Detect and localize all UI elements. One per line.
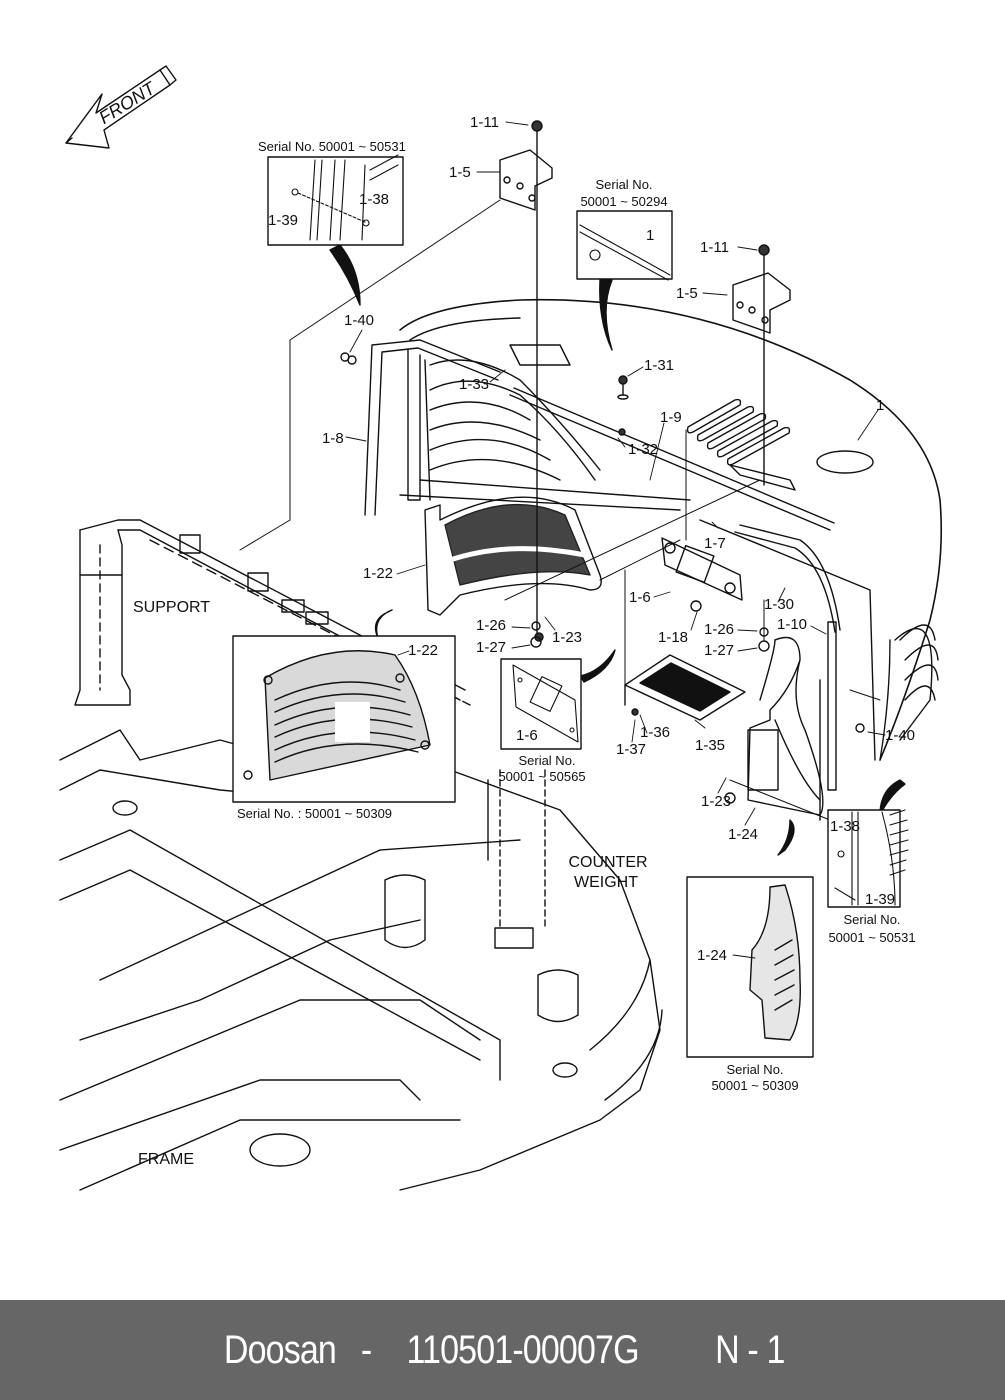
inset-side-bolt-drawing bbox=[834, 809, 909, 906]
inset-hood-edge-caption-line1: Serial No. bbox=[595, 177, 653, 192]
counter-weight-label-line2: WEIGHT bbox=[574, 874, 638, 891]
inset-latch-caption-line2: 50001 ~ 50565 bbox=[498, 769, 586, 784]
inset-side-bolt-caption-line1: Serial No. bbox=[843, 912, 901, 927]
support-label: SUPPORT bbox=[133, 599, 211, 616]
footer-part-number: 110501-00007G bbox=[406, 1327, 640, 1372]
side-grill bbox=[899, 624, 939, 701]
inset-side-cover-caption-line2: 50001 ~ 50309 bbox=[711, 1078, 799, 1093]
callout-1-22: 1-22 bbox=[363, 565, 394, 582]
callout-1-18: 1-18 bbox=[658, 629, 689, 646]
callout-1-40-top: 1-40 bbox=[344, 312, 375, 329]
callout-1-8: 1-8 bbox=[322, 430, 344, 447]
callout-1-22-inset: 1-22 bbox=[408, 642, 439, 659]
callout-1-24-inset: 1-24 bbox=[697, 947, 728, 964]
callout-1-32: 1-32 bbox=[628, 441, 659, 458]
inset-side-cover-caption-line1: Serial No. bbox=[726, 1062, 784, 1077]
hinge-left bbox=[499, 120, 553, 641]
callout-1-39-inset: 1-39 bbox=[268, 212, 299, 229]
callout-1-5-left: 1-5 bbox=[449, 164, 471, 181]
inset-latch-drawing bbox=[512, 664, 579, 743]
front-arrow-icon bbox=[65, 65, 177, 149]
frame-label: FRAME bbox=[138, 1151, 194, 1168]
inset-frames bbox=[232, 156, 901, 1058]
footer-brand: Doosan bbox=[223, 1327, 337, 1372]
inset-side-cover-drawing bbox=[749, 884, 801, 1041]
support-structure bbox=[74, 519, 471, 706]
mesh-plate bbox=[624, 654, 746, 721]
callout-1-11-right: 1-11 bbox=[700, 239, 729, 256]
hood-frame bbox=[364, 339, 601, 516]
inset-hinge-bolt-caption: Serial No. 50001 ~ 50531 bbox=[258, 139, 406, 154]
leader-lines bbox=[345, 121, 886, 959]
callout-1-inset: 1 bbox=[646, 227, 655, 244]
callout-1-31: 1-31 bbox=[644, 357, 675, 374]
callout-1-33: 1-33 bbox=[459, 376, 490, 393]
callout-1-11-left: 1-11 bbox=[470, 114, 499, 131]
grill-cover-main bbox=[424, 496, 602, 616]
footer-bar: Doosan - 110501-00007G N - 1 bbox=[0, 1300, 1005, 1400]
callout-1-6: 1-6 bbox=[629, 589, 651, 606]
callout-1: 1 bbox=[876, 397, 885, 414]
callout-1-6-inset: 1-6 bbox=[516, 727, 538, 744]
footer-separator: - bbox=[360, 1327, 372, 1372]
hinge-right bbox=[732, 244, 791, 486]
footer-page: N - 1 bbox=[715, 1327, 785, 1372]
seal-strip bbox=[819, 621, 837, 821]
inset-hood-edge-caption-line2: 50001 ~ 50294 bbox=[580, 194, 668, 209]
callout-1-23-right: 1-23 bbox=[701, 793, 732, 810]
callout-1-38-inset: 1-38 bbox=[359, 191, 390, 208]
callout-1-39-side-inset: 1-39 bbox=[865, 891, 896, 908]
inset-latch-caption-line1: Serial No. bbox=[518, 753, 576, 768]
inset-side-bolt-caption-line2: 50001 ~ 50531 bbox=[828, 930, 916, 945]
callout-1-36: 1-36 bbox=[640, 724, 671, 741]
callout-1-38-side-inset: 1-38 bbox=[830, 818, 861, 835]
callout-1-35: 1-35 bbox=[695, 737, 726, 754]
parts-diagram bbox=[59, 65, 943, 1191]
callout-1-10: 1-10 bbox=[777, 616, 808, 633]
callout-1-23-left: 1-23 bbox=[552, 629, 583, 646]
side-cover bbox=[747, 636, 824, 816]
callout-1-9: 1-9 bbox=[660, 409, 682, 426]
frame-structure bbox=[59, 729, 663, 1191]
fasteners bbox=[340, 352, 865, 804]
inset-grill-cover-drawing bbox=[243, 650, 431, 781]
latch-assembly bbox=[661, 537, 743, 601]
counter-weight-label-line1: COUNTER bbox=[568, 854, 648, 871]
callout-1-27-left: 1-27 bbox=[476, 639, 507, 656]
hood-vent-slots bbox=[686, 398, 791, 466]
inset-hood-edge-drawing bbox=[579, 224, 671, 281]
callout-1-24: 1-24 bbox=[728, 826, 759, 843]
callout-1-30: 1-30 bbox=[764, 596, 795, 613]
inset-grill-cover-caption: Serial No. : 50001 ~ 50309 bbox=[237, 806, 393, 821]
gas-strut bbox=[399, 344, 876, 761]
callout-1-7: 1-7 bbox=[704, 535, 726, 552]
callout-1-26-left: 1-26 bbox=[476, 617, 507, 634]
inset-pointers bbox=[329, 244, 906, 856]
callout-1-40-right: 1-40 bbox=[885, 727, 916, 744]
callout-1-27-right: 1-27 bbox=[704, 642, 735, 659]
assembly-lines bbox=[239, 199, 881, 821]
engine-hood bbox=[399, 298, 943, 761]
callout-1-5-right: 1-5 bbox=[676, 285, 698, 302]
callout-1-26-right: 1-26 bbox=[704, 621, 735, 638]
callout-1-37: 1-37 bbox=[616, 741, 647, 758]
inset-hinge-bolt-drawing bbox=[291, 154, 399, 241]
